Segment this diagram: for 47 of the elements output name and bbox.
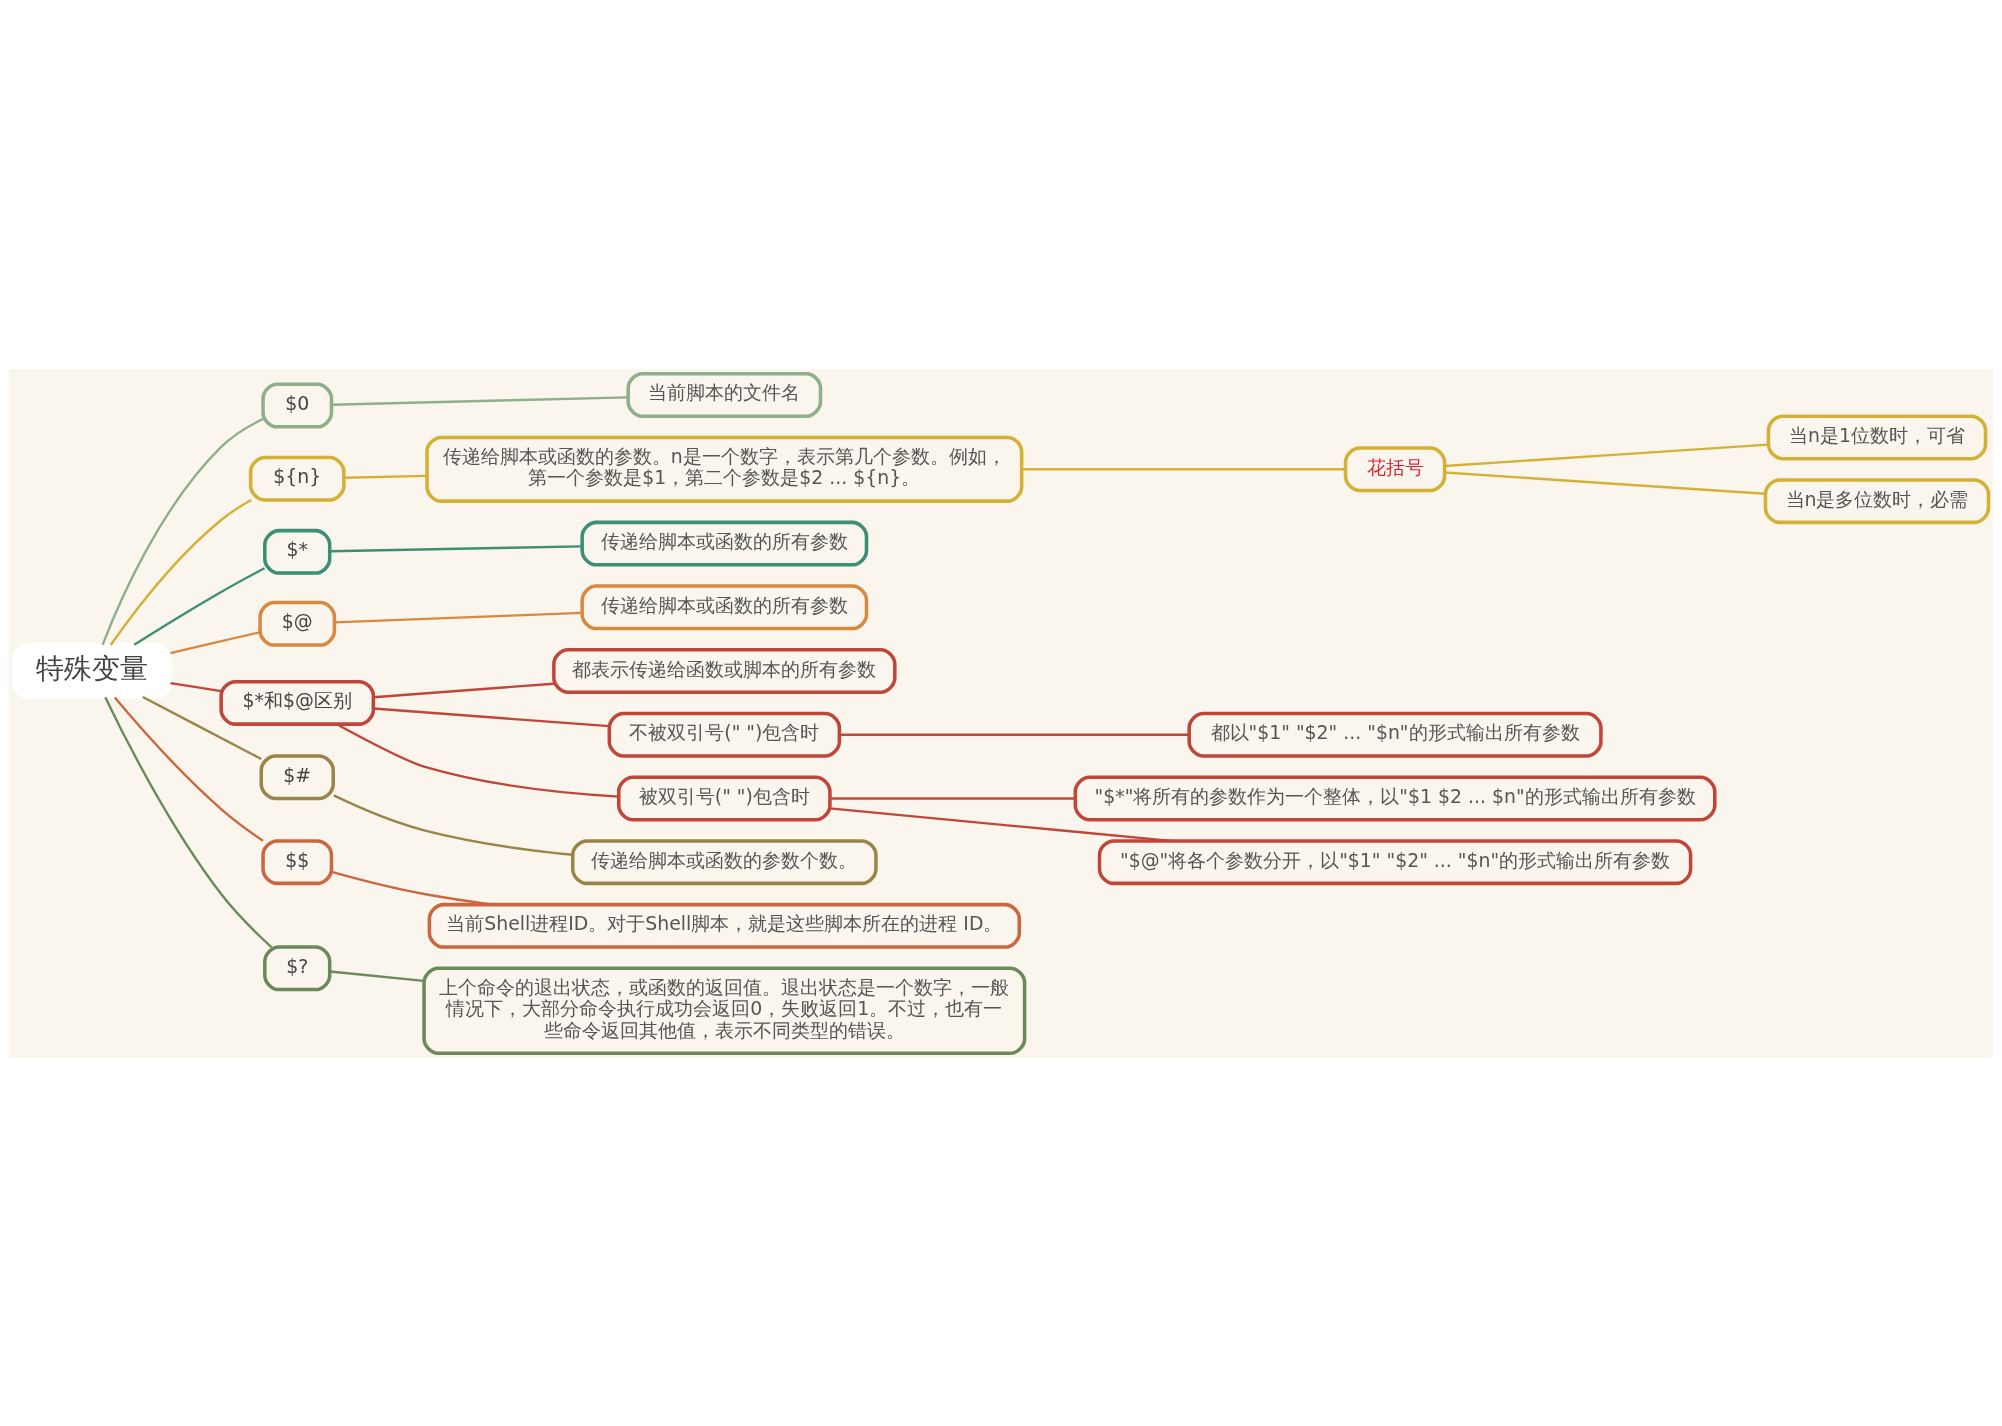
node-box: $*和$@区别: [219, 679, 376, 726]
node-box: 被双引号(" ")包含时: [617, 774, 832, 821]
connector: [104, 696, 273, 948]
node-box: $0: [261, 382, 334, 429]
node-box: 传递给脚本或函数的所有参数: [580, 520, 869, 567]
node-box: 传递给脚本或函数的参数个数。: [570, 838, 878, 885]
node-box: 当n是1位数时，可省: [1766, 413, 1988, 460]
connector: [109, 498, 252, 646]
node-box: "$@"将各个参数分开，以"$1" "$2" ... "$n"的形式输出所有参数: [1097, 838, 1693, 885]
connector: [170, 630, 261, 654]
node-box: $#: [259, 753, 335, 800]
node-box: $?: [263, 944, 332, 991]
node-box: "$*"将所有的参数作为一个整体，以"$1 $2 ... $n"的形式输出所有参数: [1073, 774, 1717, 821]
connector: [170, 681, 222, 692]
node-box: ${n}: [248, 455, 346, 502]
node-box: 上个命令的退出状态，或函数的返回值。退出状态是一个数字，一般情况下，大部分命令执行成功会返回0，失败返回1。不过，也有一些命令返回其他值，表示不同类型的错误。: [422, 966, 1027, 1055]
connector: [330, 544, 582, 552]
node-box: 当前脚本的文件名: [626, 371, 823, 418]
node-box: $$: [261, 838, 334, 885]
connector: [373, 682, 554, 698]
node-box: $@: [258, 600, 337, 647]
connector: [331, 395, 628, 406]
node-box: 都以"$1" "$2" ... "$n"的形式输出所有参数: [1187, 711, 1603, 758]
connector: [113, 696, 264, 842]
node-box: 传递给脚本或函数的所有参数: [580, 583, 869, 630]
connector: [1444, 442, 1769, 467]
node-box: 不被双引号(" ")包含时: [607, 711, 842, 758]
connector: [1444, 470, 1766, 495]
node-box: 当前Shell进程ID。对于Shell脚本，就是这些脚本所在的进程 ID。: [427, 902, 1022, 949]
node-box: 传递给脚本或函数的参数。n是一个数字，表示第几个参数。例如，第一个参数是$1，第二个参数是$2 ... ${n}。: [425, 435, 1024, 503]
connector: [343, 474, 427, 479]
connector: [373, 706, 610, 727]
connector: [334, 611, 583, 624]
connector: [829, 806, 1172, 842]
node-box: 特殊变量: [11, 642, 173, 699]
connector: [839, 733, 1189, 736]
connector: [142, 695, 262, 760]
connector: [1022, 467, 1346, 470]
node-box: 当n是多位数时，必需: [1763, 477, 1991, 524]
node-box: 都表示传递给函数或脚本的所有参数: [552, 647, 897, 694]
connector: [329, 969, 424, 982]
connector: [333, 793, 573, 856]
node-box: 花括号: [1343, 445, 1447, 492]
node-box: $*: [263, 528, 332, 575]
connector: [829, 796, 1076, 800]
connector: [101, 417, 264, 645]
connector: [133, 566, 266, 646]
